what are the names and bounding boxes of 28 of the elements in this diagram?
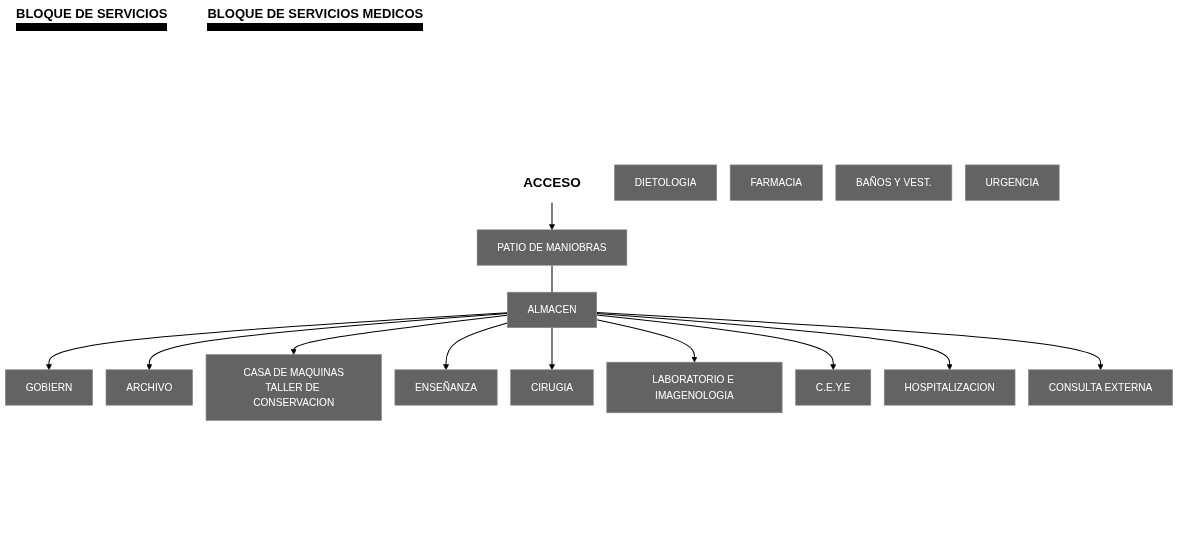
arrow	[596, 311, 1104, 370]
arrow	[549, 201, 555, 230]
node-box: FARMACIA	[729, 164, 823, 201]
node-box: ARCHIVO	[105, 369, 193, 406]
block-heading: BLOQUE DE SERVICIOS MEDICOS	[207, 6, 424, 31]
node-box: ALMACEN	[506, 291, 597, 328]
arrow	[146, 312, 508, 370]
node-box: GOBIERN	[5, 369, 93, 406]
block-heading: BLOQUE DE SERVICIOS	[16, 6, 168, 31]
arrow	[443, 322, 508, 370]
node-box: BAÑOS Y VEST.	[835, 164, 953, 201]
node-box: CONSULTA EXTERNA	[1028, 369, 1173, 406]
node-box: ENSEÑANZA	[394, 369, 498, 406]
node-text: ACCESO	[523, 174, 581, 190]
arrow	[290, 314, 508, 355]
node-box: LABORATORIO E IMAGENOLOGIA	[606, 361, 783, 413]
arrow	[596, 318, 698, 363]
arrow	[596, 314, 837, 370]
node-box: DIETOLOGIA	[614, 164, 717, 201]
node-box: PATIO DE MANIOBRAS	[476, 229, 628, 266]
arrow	[46, 311, 508, 370]
node-box: C.E.Y.E	[795, 369, 872, 406]
arrow	[549, 326, 555, 370]
arrow	[596, 312, 953, 370]
node-box: URGENCIA	[965, 164, 1060, 201]
node-box: HOSPITALIZACION	[883, 369, 1016, 406]
node-box: CIRUGIA	[510, 369, 594, 406]
node-box: CASA DE MAQUINAS TALLER DE CONSERVACION	[205, 353, 382, 421]
